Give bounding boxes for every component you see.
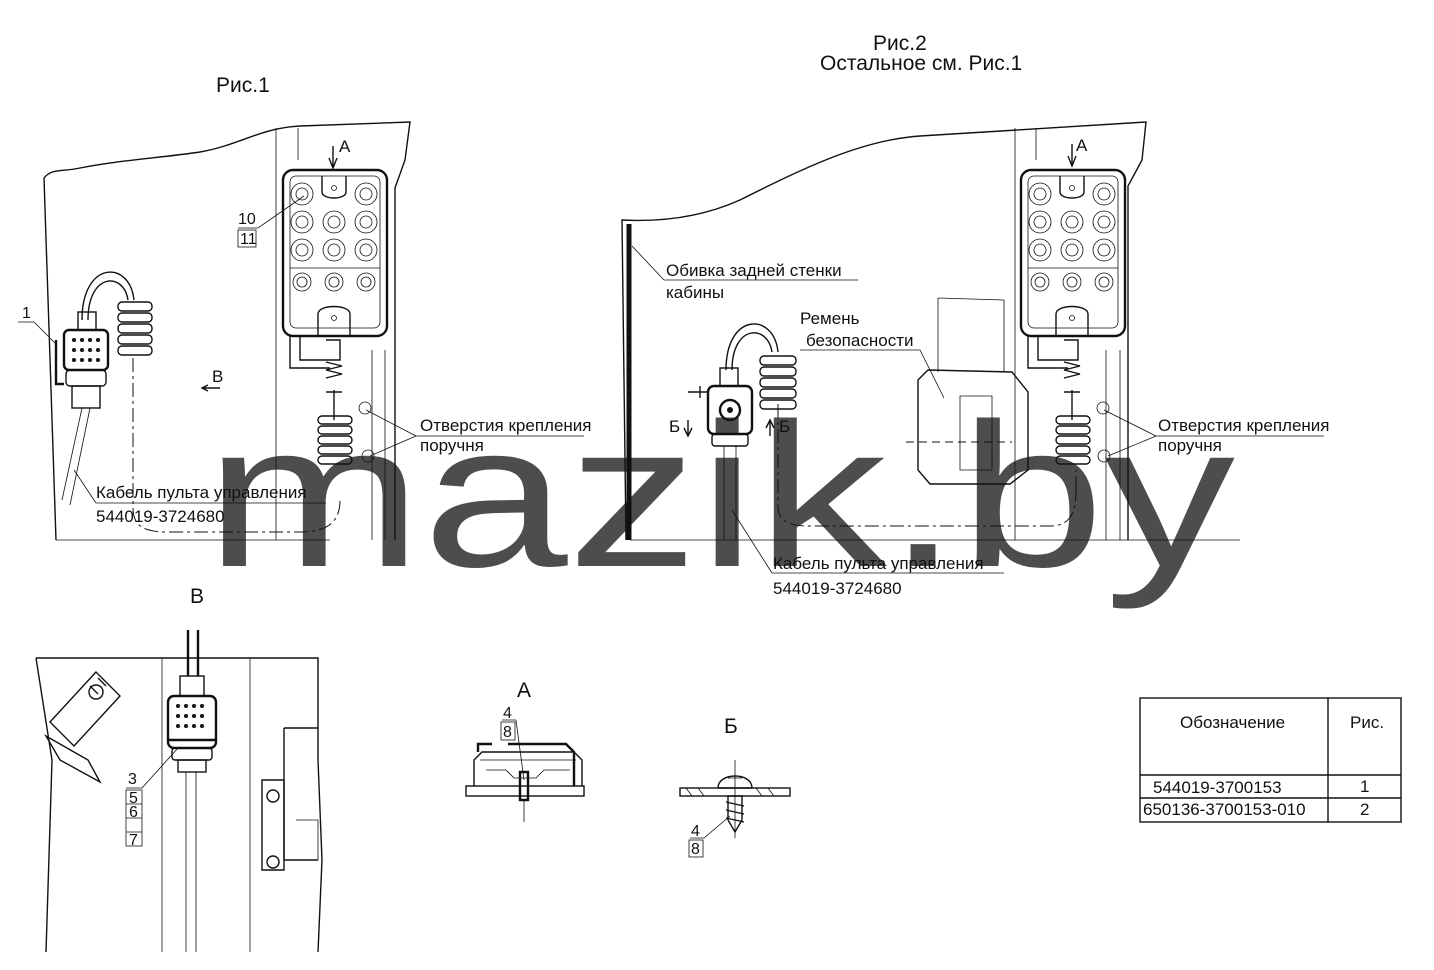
- fig1-view-arrow-v: [200, 384, 220, 392]
- view-v-inner-edges: [161, 658, 251, 952]
- fig2-cable-label-1: Кабель пульта управления: [773, 554, 984, 573]
- fig1-spring-coil-right: [317, 415, 353, 465]
- fig2-pillar-right: [1105, 350, 1121, 540]
- figure-1: Рис.1 А: [18, 74, 592, 541]
- view-a: А 4 8: [465, 679, 585, 822]
- fig2-wall-label-1: Обивка задней стенки: [666, 261, 842, 280]
- fig2-spring-small: [1063, 361, 1081, 379]
- view-a-base-plate: [465, 785, 585, 797]
- view-a-pos-8: 8: [503, 724, 512, 741]
- fig1-cable-leader: [73, 469, 326, 504]
- fig1-leader-pos-10: [238, 195, 305, 229]
- fig1-pos-11: 11: [240, 231, 257, 248]
- fig2-bracket: [1027, 336, 1079, 369]
- fig1-title: Рис.1: [216, 74, 270, 97]
- spec-table: Обозначение Рис. 544019-3700153 1 650136…: [1139, 697, 1402, 823]
- fig2-cable-label-2: 544019-3724680: [773, 579, 902, 598]
- spec-table-row-2-designation: 650136-3700153-010: [1143, 800, 1306, 819]
- fig1-cable-label-1: Кабель пульта управления: [96, 483, 307, 502]
- fig2-title: Рис.2: [873, 32, 927, 55]
- fig2-cable-route: [777, 404, 1077, 527]
- view-a-screw: [518, 770, 530, 802]
- view-b-screw-head: [717, 775, 753, 789]
- fig2-spring-coil-right: [1055, 415, 1091, 465]
- fig2-cable-leader: [731, 509, 1004, 574]
- fig2-section-b-left: [683, 420, 693, 438]
- fig2-control-panel: [1019, 168, 1127, 338]
- spec-table-row-1-fig: 1: [1360, 777, 1369, 796]
- view-b-pos-8: 8: [691, 841, 700, 858]
- fig2-seat-belt: [906, 297, 1029, 485]
- spec-table-header-designation: Обозначение: [1180, 713, 1285, 732]
- fig1-holes-label-2: поручня: [420, 436, 484, 455]
- fig2-section-b-left-label: Б: [669, 417, 680, 436]
- view-a-body-inner: [480, 759, 576, 779]
- fig1-hole-upper: [358, 401, 372, 415]
- fig1-pillar-right: [371, 350, 386, 540]
- fig2-holes-label-2: поручня: [1158, 436, 1222, 455]
- fig1-hole-lower: [361, 449, 375, 463]
- view-v-outline: [35, 657, 323, 953]
- view-v-pos-7: 7: [129, 832, 138, 849]
- view-a-title: А: [517, 679, 531, 702]
- fig2-subtitle: Остальное см. Рис.1: [820, 52, 1022, 75]
- spec-table-row-1-designation: 544019-3700153: [1153, 778, 1282, 797]
- view-v-pos-3: 3: [128, 771, 137, 788]
- view-b-title: Б: [724, 715, 738, 738]
- view-v-pos-5: 5: [129, 790, 138, 807]
- view-a-body: [473, 751, 583, 786]
- fig2-holes-label-1: Отверстия крепления: [1158, 416, 1330, 435]
- fig1-view-arrow-a: [328, 146, 338, 170]
- fig2-section-b-right-label: Б: [779, 417, 790, 436]
- fig1-handheld-device: [54, 271, 153, 506]
- view-b: Б 4 8: [679, 715, 791, 858]
- fig2-holes-leader: [1103, 409, 1324, 457]
- fig1-panel-outline: [43, 121, 411, 541]
- view-v-title: В: [190, 585, 204, 608]
- fig1-view-arrow-v-label: В: [212, 367, 223, 386]
- fig1-leader-pos-1: [18, 321, 57, 345]
- view-b-leader: [690, 815, 731, 839]
- fig2-section-b-right: [765, 418, 775, 436]
- fig1-pos-10: 10: [238, 211, 256, 228]
- spec-table-row-2-fig: 2: [1360, 800, 1369, 819]
- fig2-belt-label-1: Ремень: [800, 309, 860, 328]
- fig2-wall-leader: [631, 245, 858, 281]
- fig1-holes-label-1: Отверстия крепления: [420, 416, 592, 435]
- fig2-belt-label-2: безопасности: [806, 331, 913, 350]
- fig2-belt-leader: [800, 349, 945, 399]
- fig2-view-arrow-a-label: А: [1076, 136, 1088, 155]
- view-a-pos-4: 4: [503, 705, 512, 722]
- fig1-bracket: [289, 336, 341, 369]
- fig1-screw: [326, 390, 342, 420]
- fig2-handheld-device: [688, 323, 797, 540]
- fig2-wall-label-2: кабины: [666, 283, 724, 302]
- fig1-control-panel: [281, 168, 389, 338]
- view-v-side-bracket: [261, 727, 319, 871]
- fig1-view-arrow-a-label: А: [339, 137, 351, 156]
- view-v-pos-6: 6: [129, 804, 138, 821]
- view-b-pos-4: 4: [691, 823, 700, 840]
- fig1-spring-small: [325, 361, 343, 379]
- fig1-cable-route: [132, 358, 341, 533]
- fig2-panel-outline: [621, 121, 1147, 541]
- fig1-cable-label-2: 544019-3724680: [96, 507, 225, 526]
- view-v-leader: [126, 747, 179, 789]
- fig2-hole-lower: [1097, 449, 1111, 463]
- figure-2: Рис.2 Остальное см. Рис.1 А: [621, 32, 1330, 598]
- spec-table-header-fig: Рис.: [1350, 713, 1384, 732]
- view-v-device: [166, 630, 218, 952]
- view-v: В: [35, 585, 323, 953]
- fig2-hole-upper: [1096, 401, 1110, 415]
- fig2-screw: [1064, 390, 1080, 420]
- fig1-pos-1: 1: [22, 305, 31, 322]
- view-v-bracket: [44, 670, 121, 784]
- view-a-cover: [476, 742, 576, 786]
- view-a-leader: [502, 719, 525, 781]
- watermark: mazik.by: [205, 381, 1236, 610]
- fig2-view-arrow-a: [1067, 144, 1077, 168]
- fig1-holes-leader: [365, 409, 584, 457]
